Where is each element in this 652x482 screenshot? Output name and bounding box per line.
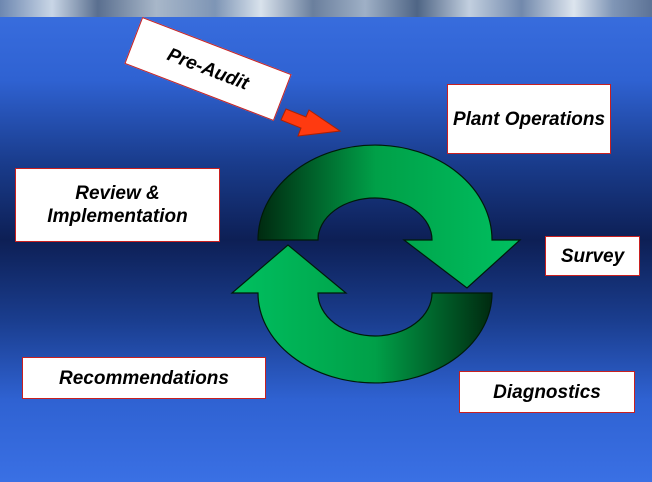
diagnostics-label: Diagnostics	[459, 371, 635, 413]
header-photo-strip	[0, 0, 652, 17]
plant-operations-text: Plant Operations	[452, 108, 606, 130]
review-implementation-label: Review & Implementation	[15, 168, 220, 242]
recommendations-text: Recommendations	[59, 367, 229, 389]
recommendations-label: Recommendations	[22, 357, 266, 399]
cycle-arrow-bottom	[230, 244, 493, 384]
survey-text: Survey	[560, 245, 625, 267]
pre-audit-pointer-arrow	[280, 108, 342, 137]
plant-operations-label: Plant Operations	[447, 84, 611, 154]
review-implementation-text: Review & Implementation	[47, 183, 188, 227]
cycle-arrow-top	[257, 144, 522, 289]
survey-label: Survey	[545, 236, 640, 276]
diagnostics-text: Diagnostics	[493, 381, 601, 403]
